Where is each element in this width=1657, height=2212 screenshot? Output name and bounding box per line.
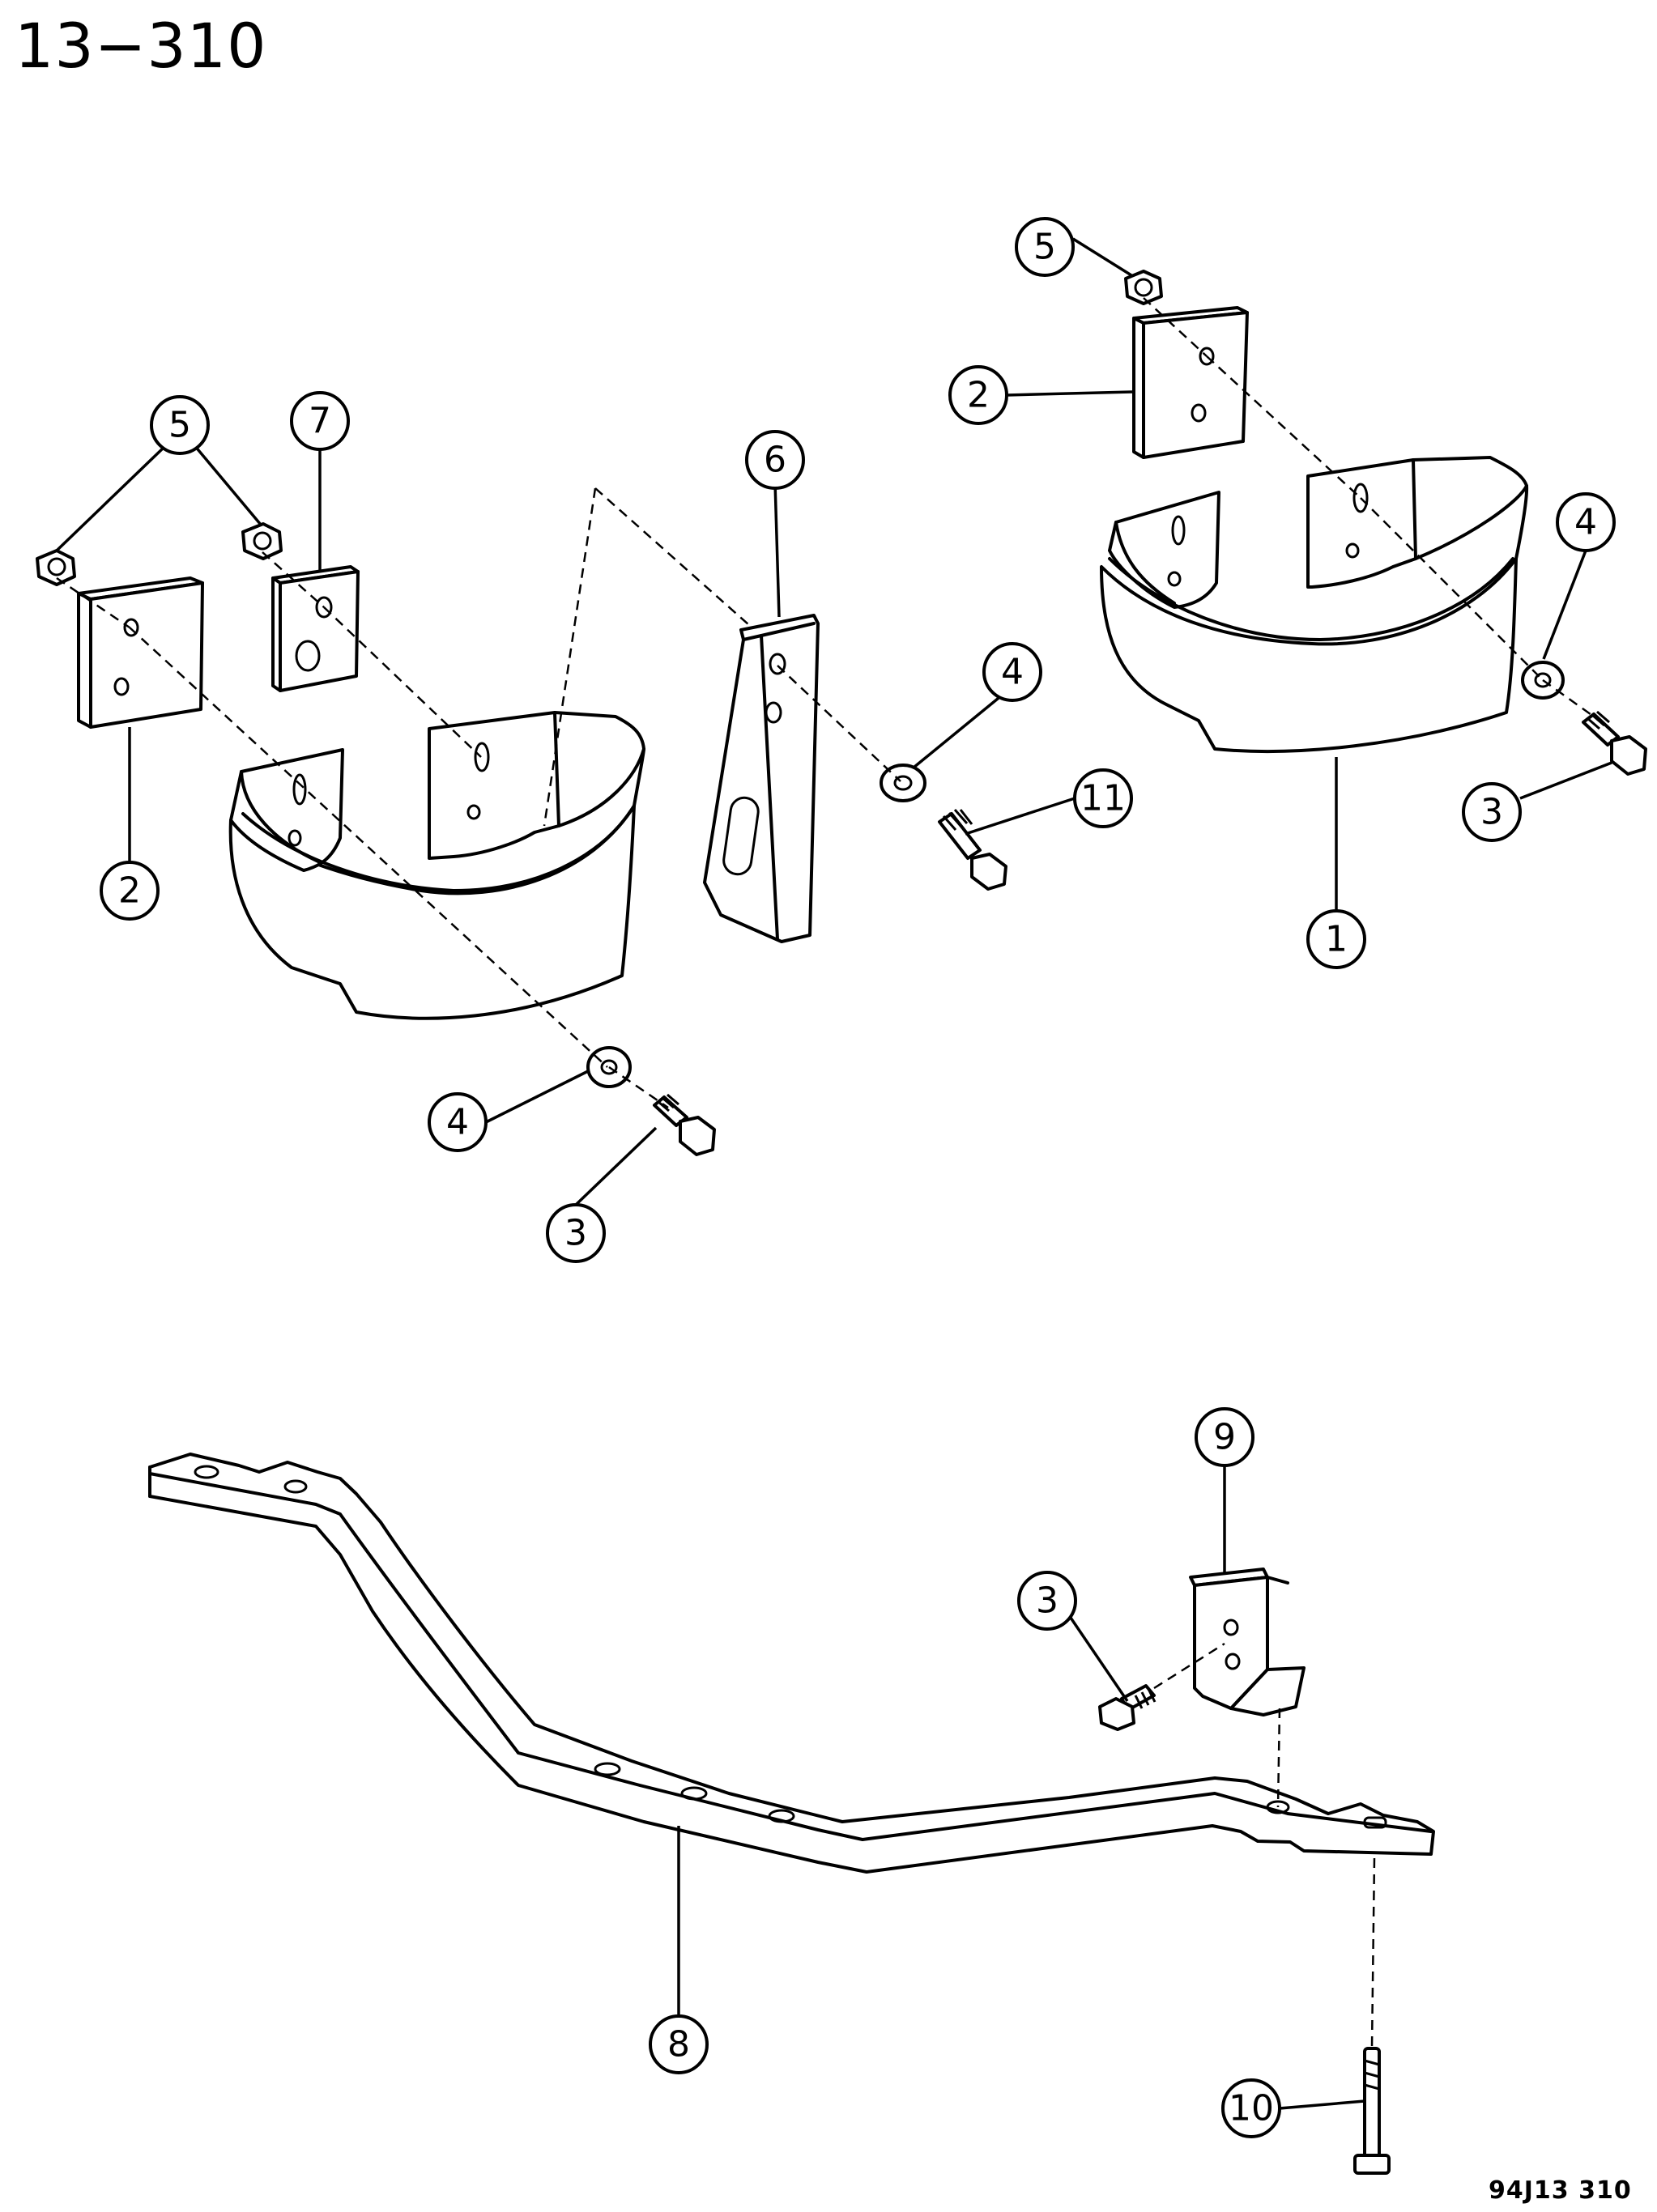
svg-text:3: 3 (564, 1213, 587, 1254)
bracket-six (703, 614, 820, 943)
callout-4-right: 4 (1556, 492, 1616, 552)
pad-right (1132, 306, 1249, 459)
nut-right (1124, 270, 1163, 305)
callout-4-middle: 4 (982, 642, 1042, 702)
bolt-right (1582, 710, 1647, 776)
left-strap-assembly (36, 487, 750, 1156)
strap-left-body (228, 711, 645, 1020)
svg-text:4: 4 (446, 1102, 469, 1143)
callout-6: 6 (745, 430, 805, 490)
bolt-lower (1098, 1684, 1156, 1731)
callout-3-left: 3 (546, 1203, 606, 1263)
washer-middle (880, 764, 926, 802)
callout-2-right: 2 (948, 365, 1008, 425)
svg-text:6: 6 (764, 440, 786, 481)
svg-text:4: 4 (1001, 652, 1024, 693)
svg-text:8: 8 (667, 2024, 690, 2065)
bolt-ten (1353, 2047, 1391, 2175)
callout-4-left: 4 (428, 1092, 488, 1152)
callout-3-right: 3 (1462, 782, 1522, 842)
strap-right-body (1100, 456, 1529, 753)
right-strap-assembly (1100, 270, 1647, 776)
callout-9: 9 (1195, 1407, 1254, 1467)
bracket-nine (1189, 1568, 1306, 1716)
callout-7: 7 (290, 391, 350, 451)
svg-text:5: 5 (168, 405, 191, 446)
pad-seven (271, 565, 360, 692)
callout-3-lower: 3 (1017, 1571, 1077, 1631)
svg-text:4: 4 (1574, 502, 1597, 543)
svg-text:3: 3 (1480, 792, 1503, 833)
svg-text:11: 11 (1080, 778, 1126, 819)
svg-text:3: 3 (1036, 1580, 1059, 1622)
crossmember (148, 1453, 1435, 1874)
svg-text:5: 5 (1033, 227, 1056, 268)
svg-text:1: 1 (1325, 919, 1348, 960)
svg-text:7: 7 (309, 401, 331, 442)
figure-code: 94J13 310 (1489, 2176, 1632, 2205)
svg-text:10: 10 (1229, 2088, 1274, 2129)
nut-middle (241, 522, 283, 560)
callout-5-left: 5 (150, 395, 210, 455)
svg-text:2: 2 (118, 870, 141, 912)
bolt-left (653, 1093, 716, 1156)
callout-11: 11 (1073, 768, 1133, 828)
callout-10: 10 (1221, 2078, 1281, 2138)
svg-text:9: 9 (1213, 1417, 1236, 1458)
callout-2-left: 2 (100, 861, 160, 921)
callout-1: 1 (1306, 909, 1366, 969)
nut-left (36, 549, 76, 586)
callout-5-right: 5 (1015, 217, 1075, 277)
page-code: 13−310 (15, 10, 267, 82)
leader-lines (55, 237, 1612, 2110)
bolt-eleven (938, 809, 1007, 891)
svg-text:2: 2 (967, 375, 990, 416)
callout-8: 8 (649, 2014, 709, 2074)
pad-left (77, 576, 204, 729)
